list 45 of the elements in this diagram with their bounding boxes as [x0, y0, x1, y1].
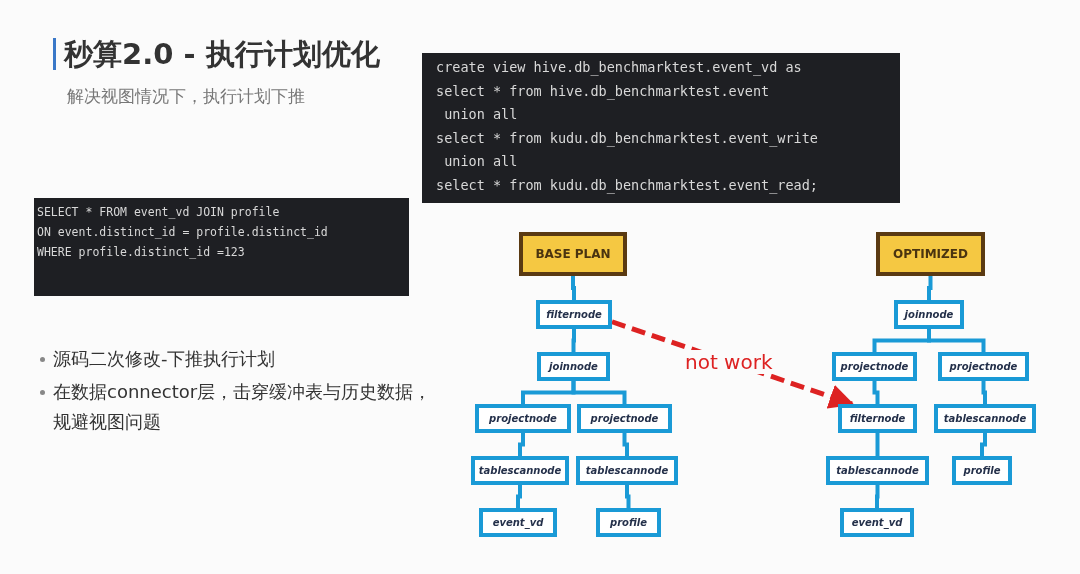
tree-connector — [571, 381, 627, 404]
code-line: select * from kudu.db_benchmarktest.event_write — [436, 128, 819, 149]
plan-node-box: projectnode — [475, 404, 571, 433]
plan-node-box: joinnode — [894, 300, 964, 329]
plan-node-box: joinnode — [537, 352, 610, 381]
title: 秒算2.0 - 执行计划优化 — [64, 36, 380, 73]
code-line: ON event.distinct_id = profile.distinct_id — [37, 224, 329, 241]
tree-connector — [927, 329, 986, 352]
tree-connector — [622, 433, 629, 456]
subtitle: 解决视图情况下，执行计划下推 — [67, 85, 305, 108]
code-line: select * from kudu.db_benchmarktest.event_read; — [436, 175, 819, 196]
tree-connector — [516, 485, 522, 508]
plan-header-box: BASE PLAN — [519, 232, 627, 276]
plan-node-box: projectnode — [938, 352, 1029, 381]
code-line: SELECT * FROM event_vd JOIN profile — [37, 204, 281, 221]
tree-connector — [927, 276, 933, 300]
tree-connector — [875, 433, 880, 456]
tree-connector — [980, 433, 987, 456]
plan-node-box: profile — [596, 508, 661, 537]
code-line: WHERE profile.distinct_id =123 — [37, 244, 246, 261]
code-line: select * from hive.db_benchmarktest.event — [436, 81, 771, 102]
plan-node-box: filternode — [536, 300, 612, 329]
tree-connector — [518, 433, 525, 456]
plan-node-box: event_vd — [840, 508, 914, 537]
tree-connector — [625, 485, 631, 508]
plan-node-box: projectnode — [577, 404, 672, 433]
plan-node-box: tablescannode — [471, 456, 569, 485]
code-line: union all — [443, 105, 519, 124]
bullet-text: 源码二次修改-下推执行计划 — [53, 347, 276, 371]
bullet-text: 在数据connector层，击穿缓冲表与历史数据，规避视图问题 — [53, 380, 433, 434]
plan-node-box: filternode — [838, 404, 917, 433]
plan-node-box: profile — [952, 456, 1012, 485]
plan-node-box: tablescannode — [934, 404, 1036, 433]
plan-node-box: event_vd — [479, 508, 557, 537]
code-line: union all — [443, 152, 519, 171]
tree-connector — [981, 381, 987, 404]
tree-connector — [571, 276, 576, 300]
code-line: create view hive.db_benchmarktest.event_vd as — [436, 58, 803, 78]
plan-node-box: projectnode — [832, 352, 917, 381]
tree-connector — [875, 485, 880, 508]
tree-connector — [872, 381, 880, 404]
tree-connector — [571, 329, 576, 352]
plan-node-box: tablescannode — [826, 456, 929, 485]
plan-node-box: tablescannode — [576, 456, 678, 485]
plan-header-box: OPTIMIZED — [876, 232, 985, 276]
